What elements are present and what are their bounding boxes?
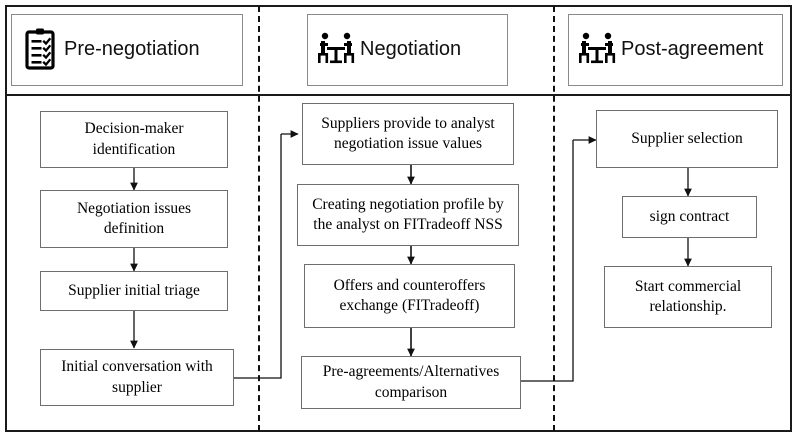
step-start-commercial-relationship[interactable]: Start commercial relationship. <box>604 266 772 328</box>
step-negotiation-issues-definition[interactable]: Negotiation issues definition <box>40 190 228 248</box>
phase-header-post-agreement[interactable]: Post-agreement <box>568 14 783 86</box>
diagram-outer-frame <box>5 5 792 432</box>
step-text: Creating negotiation profile by the anal… <box>312 195 504 233</box>
step-text: sign contract <box>649 207 730 225</box>
step-text: Suppliers provide to analyst negotiation… <box>321 114 495 152</box>
phase-label-negotiation: Negotiation <box>360 38 462 60</box>
phase-header-negotiation[interactable]: Negotiation <box>307 14 508 86</box>
phase-header-pre-negotiation[interactable]: Pre-negotiation <box>11 14 243 86</box>
step-text: Offers and counteroffers exchange (FITra… <box>333 276 486 314</box>
step-text: Initial conversation with supplier <box>61 358 213 396</box>
step-text: Supplier initial triage <box>68 281 200 299</box>
phase-label-pre-negotiation: Pre-negotiation <box>64 38 200 60</box>
step-supplier-selection[interactable]: Supplier selection <box>596 110 778 168</box>
step-text: Decision-maker identification <box>84 120 184 158</box>
phase-divider-1 <box>258 6 260 431</box>
step-suppliers-provide-values[interactable]: Suppliers provide to analyst negotiation… <box>302 103 514 165</box>
people-at-table-icon <box>314 27 358 73</box>
step-sign-contract[interactable]: sign contract <box>622 196 757 238</box>
phase-label-post-agreement: Post-agreement <box>621 38 764 60</box>
people-at-table-icon <box>575 27 619 73</box>
step-initial-conversation[interactable]: Initial conversation with supplier <box>40 349 234 406</box>
clipboard-checklist-icon <box>18 27 62 73</box>
header-separator-rule <box>5 94 792 96</box>
step-text: Pre-agreements/Alternatives comparison <box>322 363 500 401</box>
step-text: Start commercial relationship. <box>634 277 742 315</box>
step-creating-negotiation-profile[interactable]: Creating negotiation profile by the anal… <box>297 184 519 246</box>
step-text: Negotiation issues definition <box>76 199 192 237</box>
step-text: Supplier selection <box>631 129 743 147</box>
step-decision-maker-identification[interactable]: Decision-maker identification <box>40 111 228 168</box>
phase-divider-2 <box>553 6 555 431</box>
step-supplier-initial-triage[interactable]: Supplier initial triage <box>40 271 228 311</box>
step-offers-counteroffers[interactable]: Offers and counteroffers exchange (FITra… <box>304 264 515 328</box>
step-pre-agreements-comparison[interactable]: Pre-agreements/Alternatives comparison <box>301 356 521 409</box>
